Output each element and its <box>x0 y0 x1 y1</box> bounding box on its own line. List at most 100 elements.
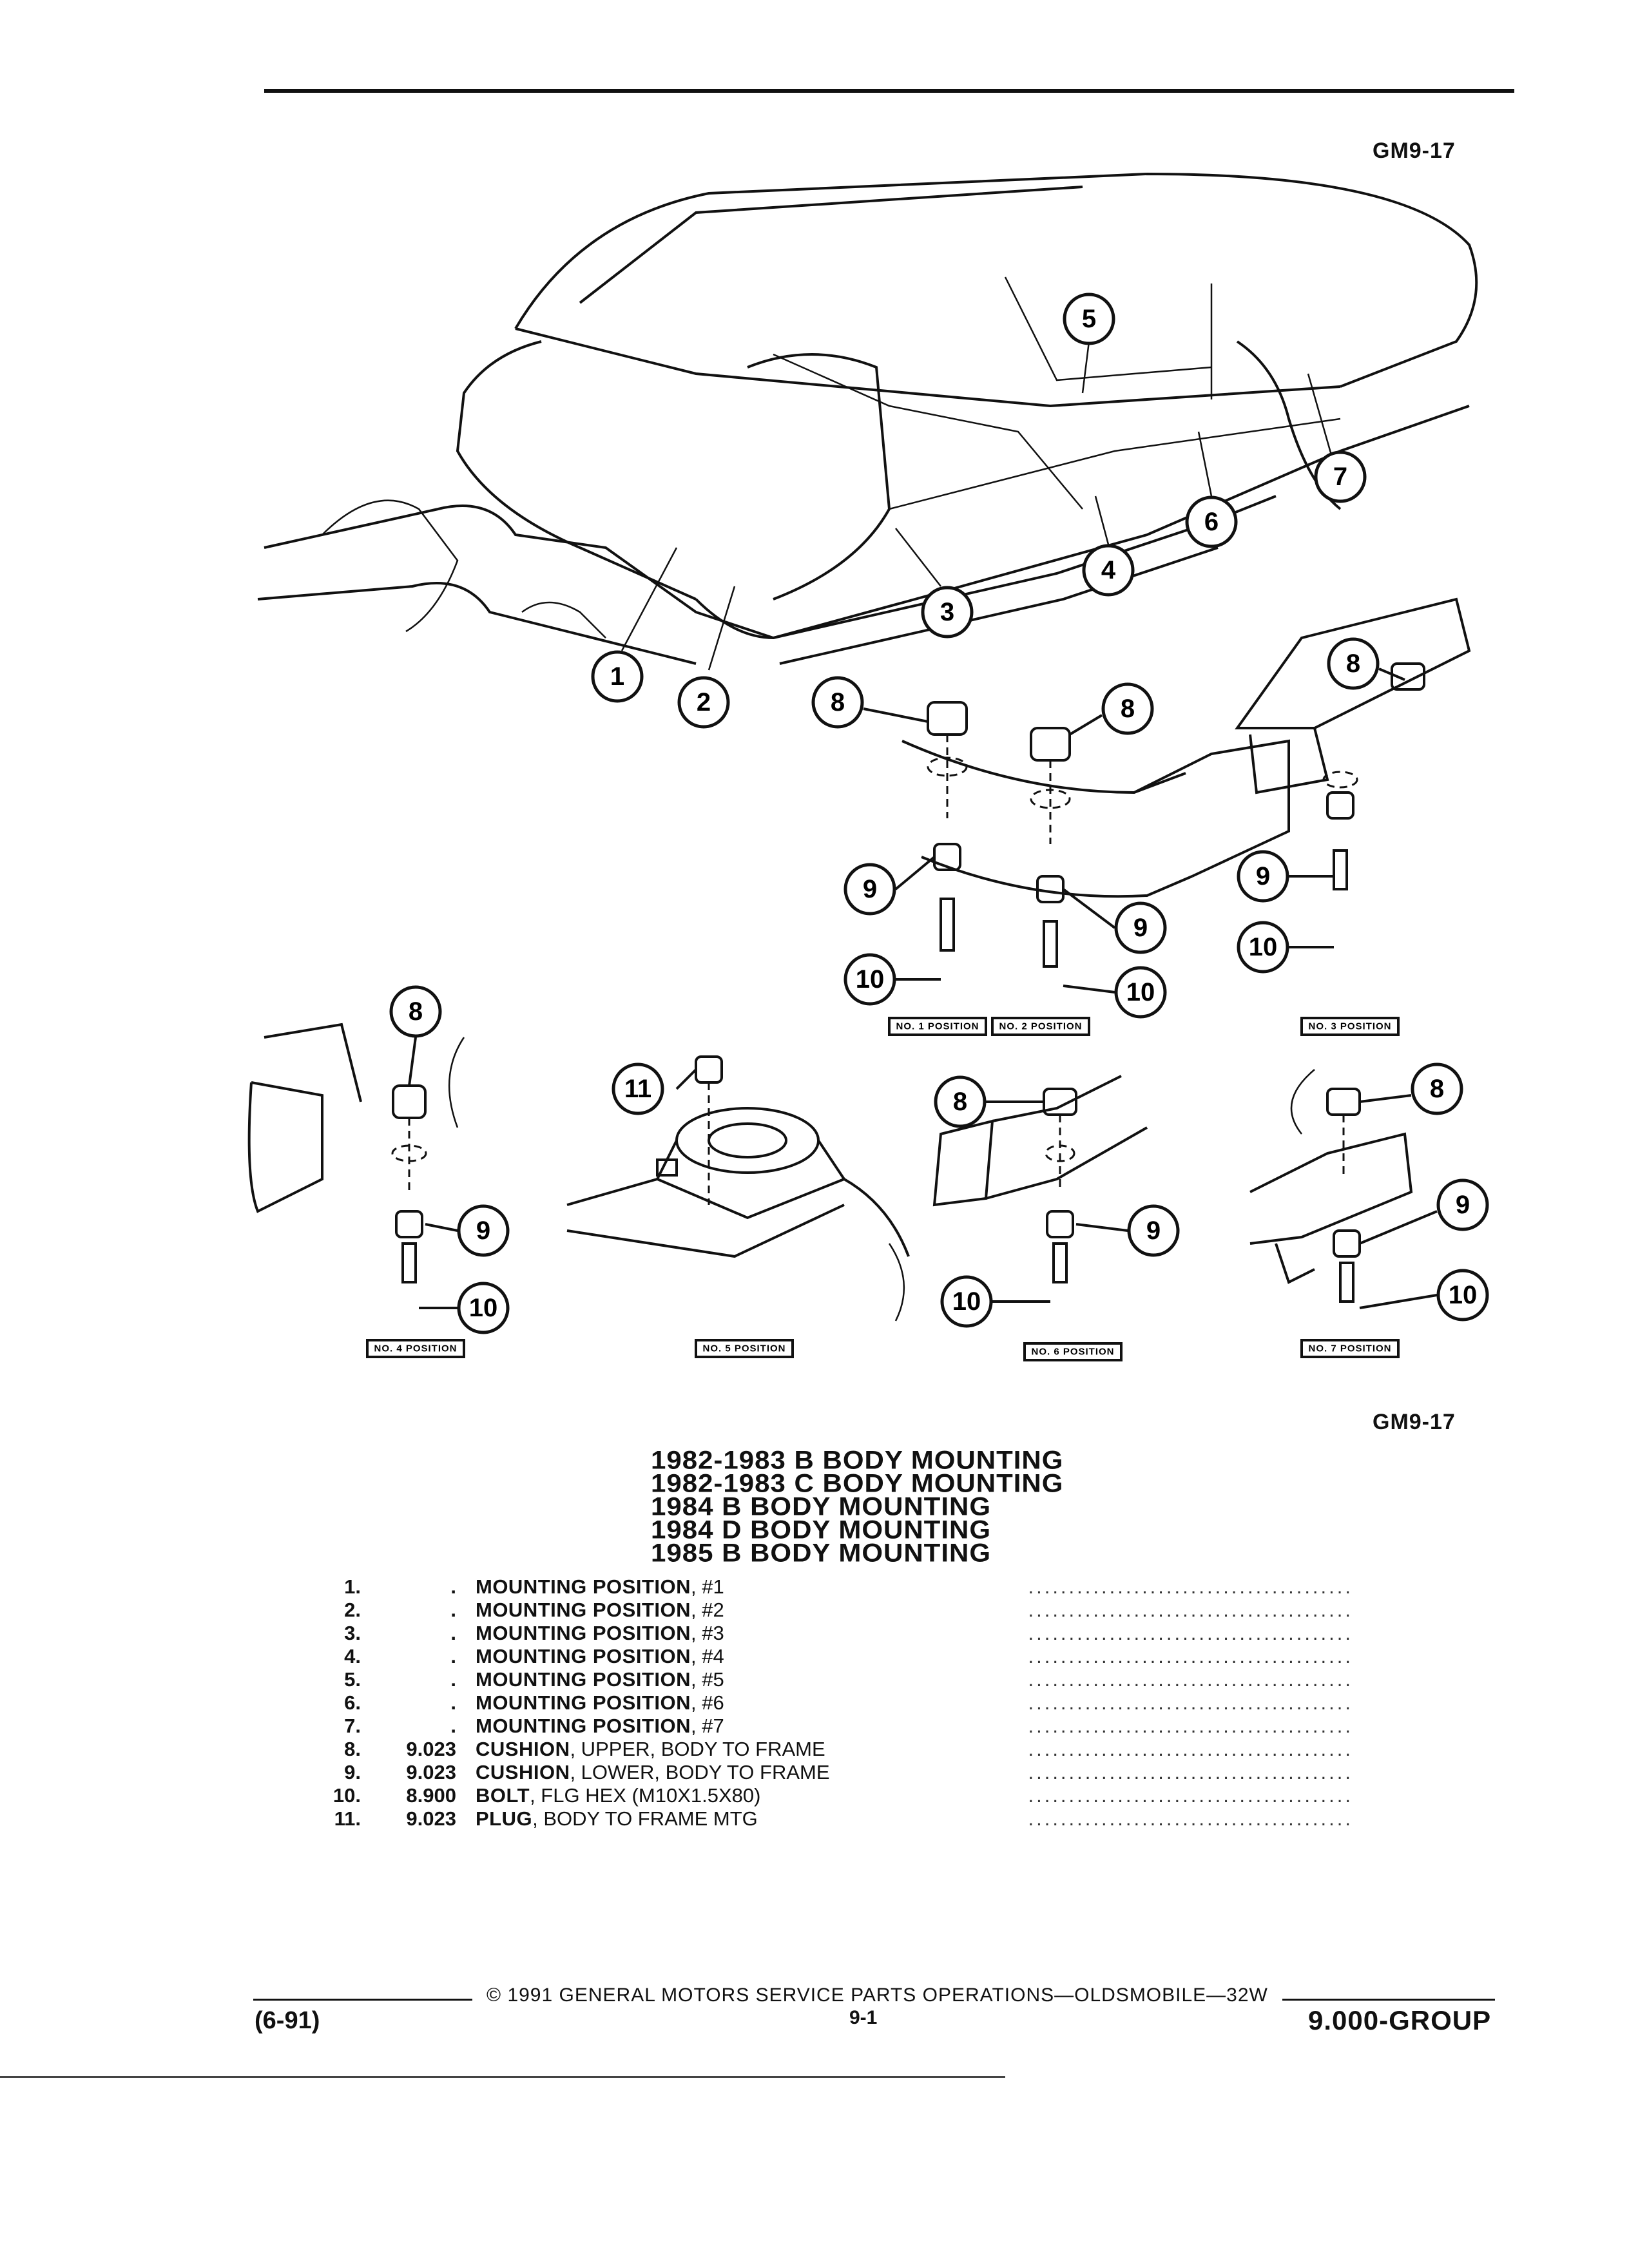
part-detail: , UPPER, BODY TO FRAME <box>570 1738 825 1760</box>
part-number: 3. <box>344 1622 361 1644</box>
svg-text:8: 8 <box>409 997 423 1026</box>
dot-leader: ........................................ <box>1028 1691 1353 1714</box>
part-description: CUSHION, UPPER, BODY TO FRAME <box>476 1738 825 1761</box>
callout-8: 8 <box>811 676 864 729</box>
section-title: 1982-1983 C BODY MOUNTING <box>651 1468 1064 1497</box>
svg-text:10: 10 <box>856 965 885 994</box>
part-group-ref: 9.023 <box>406 1807 456 1830</box>
callout-10: 10 <box>457 1282 510 1334</box>
part-number: 6. <box>344 1691 361 1714</box>
part-description: PLUG, BODY TO FRAME MTG <box>476 1807 758 1831</box>
svg-text:2: 2 <box>697 688 711 716</box>
part-description: BOLT, FLG HEX (M10X1.5X80) <box>476 1784 760 1807</box>
part-number: 8. <box>344 1738 361 1760</box>
parts-list-row: 1.. MOUNTING POSITION, #1................… <box>316 1575 1373 1599</box>
part-group-ref: . <box>450 1668 456 1691</box>
svg-text:8: 8 <box>953 1088 967 1116</box>
part-detail: , BODY TO FRAME MTG <box>532 1807 758 1830</box>
callout-leaders <box>621 341 1335 671</box>
dot-leader: ........................................ <box>1028 1807 1353 1830</box>
part-detail: , FLG HEX (M10X1.5X80) <box>530 1784 761 1807</box>
part-name: CUSHION <box>476 1761 570 1783</box>
callout-8: 8 <box>389 985 442 1038</box>
svg-text:8: 8 <box>1430 1075 1444 1103</box>
svg-text:NO. 1 POSITION: NO. 1 POSITION <box>896 1021 979 1032</box>
part-group-ref: 9.023 <box>406 1761 456 1783</box>
callout-2: 2 <box>677 676 730 729</box>
part-description: MOUNTING POSITION, #7 <box>476 1715 724 1738</box>
section-title: 1984 D BODY MOUNTING <box>651 1515 991 1544</box>
svg-text:1: 1 <box>610 662 624 691</box>
parts-list-row: 3..MOUNTING POSITION, #3................… <box>316 1622 1373 1645</box>
part-detail: , #3 <box>691 1622 724 1644</box>
part-detail: , #7 <box>691 1715 724 1737</box>
dot-leader: ........................................ <box>1028 1715 1353 1737</box>
part-detail: , #5 <box>691 1668 724 1691</box>
parts-list: 1.. MOUNTING POSITION, #1................… <box>316 1575 1373 1831</box>
part-group-ref: . <box>450 1715 456 1737</box>
part-description: MOUNTING POSITION, #5 <box>476 1668 724 1691</box>
part-name: MOUNTING POSITION <box>476 1575 691 1598</box>
callout-10: 10 <box>1436 1269 1489 1321</box>
part-name: MOUNTING POSITION <box>476 1599 691 1621</box>
figure-code-top: GM9-17 <box>1373 139 1456 163</box>
position-1-2-assembly <box>901 701 1290 968</box>
svg-text:10: 10 <box>952 1287 981 1316</box>
part-number: 1. <box>344 1575 361 1598</box>
svg-text:NO. 4 POSITION: NO. 4 POSITION <box>374 1343 457 1354</box>
parts-list-row: 4..MOUNTING POSITION, #4................… <box>316 1645 1373 1668</box>
svg-text:9: 9 <box>476 1216 490 1245</box>
callout-8: 8 <box>1411 1062 1463 1115</box>
callout-9: 9 <box>843 863 896 916</box>
position-6-assembly <box>932 1075 1148 1283</box>
part-name: BOLT <box>476 1784 530 1807</box>
body-mounting-diagram: 1 2 3 4 5 6 7 8 8 8 8 8 8 9 9 9 9 9 9 10… <box>247 172 1489 1361</box>
part-name: MOUNTING POSITION <box>476 1691 691 1714</box>
svg-text:8: 8 <box>1346 649 1360 678</box>
copyright-notice: © 1991 GENERAL MOTORS SERVICE PARTS OPER… <box>487 1984 1268 2006</box>
part-name: PLUG <box>476 1807 533 1830</box>
callout-8: 8 <box>1101 682 1154 735</box>
position-label-6: NO. 6 POSITION <box>1023 1342 1123 1361</box>
svg-text:9: 9 <box>863 875 877 903</box>
bottom-rule <box>0 2076 1005 2078</box>
callout-10: 10 <box>1237 921 1289 974</box>
svg-text:9: 9 <box>1146 1216 1161 1245</box>
svg-text:8: 8 <box>1121 695 1135 723</box>
part-number: 7. <box>344 1715 361 1737</box>
callout-10: 10 <box>843 953 896 1006</box>
svg-text:NO. 6 POSITION: NO. 6 POSITION <box>1031 1347 1114 1358</box>
section-titles: 1982-1983 B BODY MOUNTING 1982-1983 C BO… <box>651 1447 1231 1566</box>
callout-7: 7 <box>1314 450 1367 503</box>
position-label-2: NO. 2 POSITION <box>991 1017 1090 1036</box>
part-group-ref: . <box>450 1575 456 1598</box>
callout-5: 5 <box>1063 293 1115 345</box>
part-number: 4. <box>344 1645 361 1667</box>
svg-text:10: 10 <box>1449 1281 1478 1309</box>
date-code: (6-91) <box>255 2007 320 2034</box>
footer-rule-left <box>253 1999 472 2001</box>
part-detail: , #2 <box>691 1599 724 1621</box>
svg-text:9: 9 <box>1456 1191 1470 1219</box>
part-name: MOUNTING POSITION <box>476 1622 691 1644</box>
position-label-1: NO. 1 POSITION <box>888 1017 987 1036</box>
section-title: 1984 B BODY MOUNTING <box>651 1492 991 1521</box>
callout-9: 9 <box>1127 1204 1180 1257</box>
part-group-ref: . <box>450 1691 456 1714</box>
part-description: MOUNTING POSITION, #1 <box>476 1575 724 1599</box>
part-number: 9. <box>344 1761 361 1783</box>
car-body-drawing <box>257 172 1478 665</box>
dot-leader: ........................................ <box>1028 1575 1353 1598</box>
parts-list-row: 2..MOUNTING POSITION, #2................… <box>316 1599 1373 1622</box>
part-name: MOUNTING POSITION <box>476 1645 691 1667</box>
svg-text:9: 9 <box>1256 862 1270 890</box>
position-5-assembly <box>566 1055 910 1321</box>
callout-6: 6 <box>1185 495 1238 548</box>
position-label-7: NO. 7 POSITION <box>1300 1339 1400 1358</box>
callout-10: 10 <box>1114 966 1167 1019</box>
svg-text:9: 9 <box>1133 914 1148 942</box>
callout-4: 4 <box>1082 544 1135 597</box>
dot-leader: ........................................ <box>1028 1761 1353 1783</box>
